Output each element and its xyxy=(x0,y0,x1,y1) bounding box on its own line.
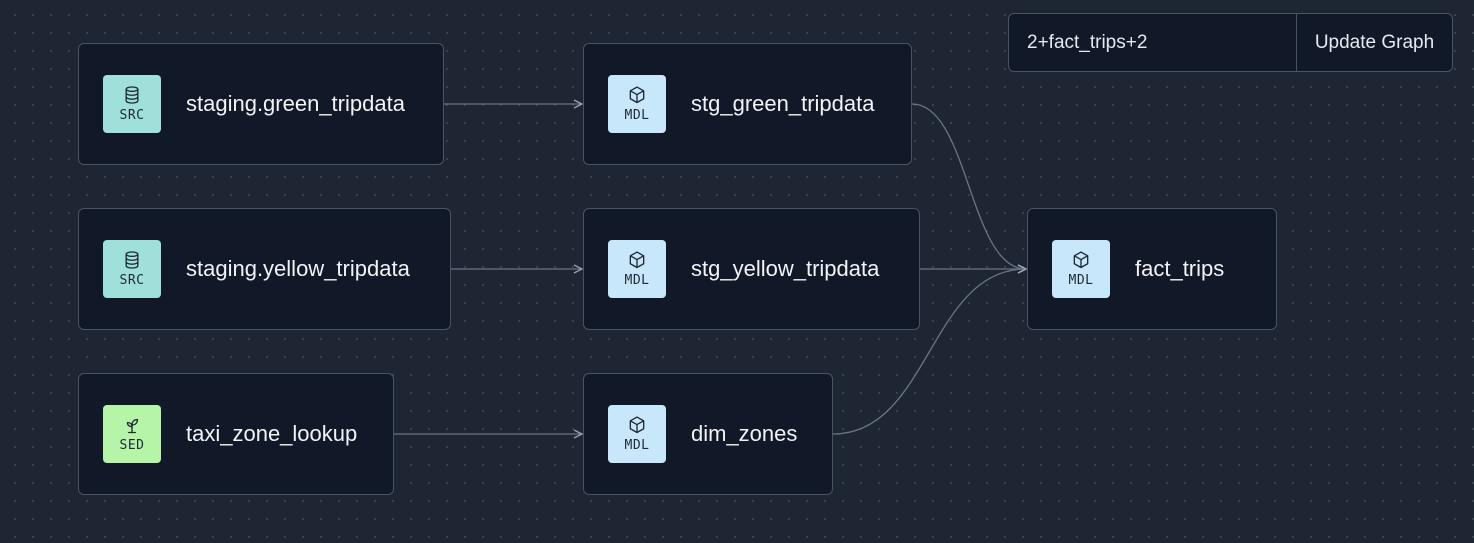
update-graph-button[interactable]: Update Graph xyxy=(1296,14,1452,71)
node-name: stg_green_tripdata xyxy=(691,91,875,116)
node-name: staging.green_tripdata xyxy=(186,91,405,116)
node-dim-zones[interactable]: MDL dim_zones xyxy=(583,373,833,495)
cube-icon xyxy=(629,86,645,104)
node-type-label: SRC xyxy=(119,108,145,123)
node-taxi-zone-lookup[interactable]: SED taxi_zone_lookup xyxy=(78,373,394,495)
node-staging-green-tripdata[interactable]: SRC staging.green_tripdata xyxy=(78,43,444,165)
node-stg-yellow-tripdata[interactable]: MDL stg_yellow_tripdata xyxy=(583,208,920,330)
node-type-label: MDL xyxy=(624,273,650,288)
graph-selector-control: Update Graph xyxy=(1008,13,1453,72)
node-name: dim_zones xyxy=(691,421,798,446)
node-type-badge: MDL xyxy=(608,405,666,463)
edge-n4-to-n7 xyxy=(911,103,1026,269)
node-type-badge: MDL xyxy=(1052,240,1110,298)
node-type-badge: MDL xyxy=(608,240,666,298)
node-name: taxi_zone_lookup xyxy=(186,421,358,446)
node-staging-yellow-tripdata[interactable]: SRC staging.yellow_tripdata xyxy=(78,208,451,330)
cube-icon xyxy=(1073,251,1089,269)
node-type-badge: MDL xyxy=(608,75,666,133)
node-type-label: MDL xyxy=(624,438,650,453)
node-stg-green-tripdata[interactable]: MDL stg_green_tripdata xyxy=(583,43,912,165)
node-name: fact_trips xyxy=(1135,256,1225,281)
node-fact-trips[interactable]: MDL fact_trips xyxy=(1027,208,1277,330)
node-type-label: SRC xyxy=(119,273,145,288)
node-type-label: MDL xyxy=(1068,273,1094,288)
database-icon xyxy=(125,86,139,104)
node-type-badge: SRC xyxy=(103,75,161,133)
node-type-badge: SRC xyxy=(103,240,161,298)
node-name: stg_yellow_tripdata xyxy=(691,256,880,281)
node-type-badge: SED xyxy=(103,405,161,463)
node-type-label: SED xyxy=(119,438,145,453)
cube-icon xyxy=(629,251,645,269)
node-type-label: MDL xyxy=(624,108,650,123)
cube-icon xyxy=(629,416,645,434)
database-icon xyxy=(125,251,139,269)
graph-selector-input[interactable] xyxy=(1009,14,1296,71)
seedling-icon xyxy=(126,418,139,434)
node-name: staging.yellow_tripdata xyxy=(186,256,410,281)
